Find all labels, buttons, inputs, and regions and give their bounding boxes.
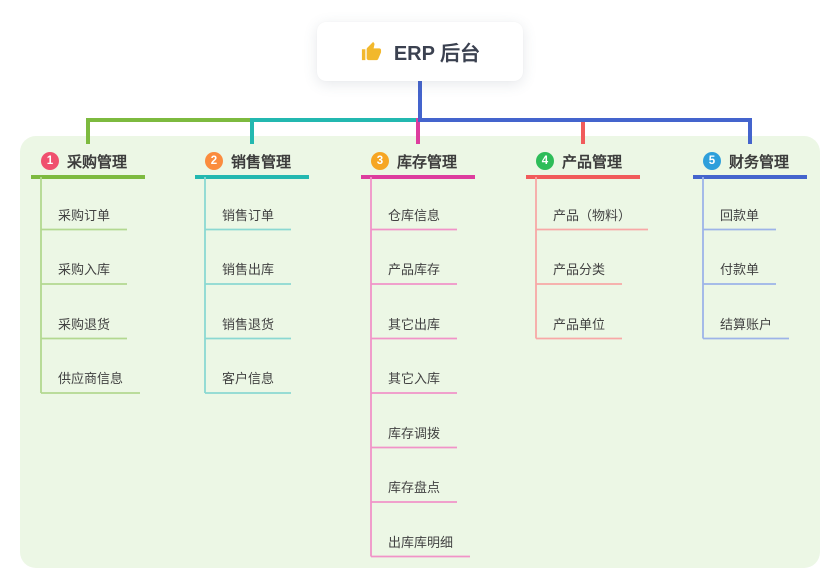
child-node[interactable]: 客户信息 xyxy=(222,371,275,386)
child-node[interactable]: 销售订单 xyxy=(222,207,275,223)
child-node[interactable]: 产品（物料） xyxy=(553,207,632,223)
child-node[interactable]: 库存调拨 xyxy=(388,425,441,441)
branch-node-2[interactable]: 2 销售管理 xyxy=(195,150,291,172)
branch-title-label: 财务管理 xyxy=(729,153,790,171)
child-node[interactable]: 其它出库 xyxy=(388,316,441,332)
child-node[interactable]: 销售退货 xyxy=(222,316,275,332)
thumbs-up-icon xyxy=(361,41,381,61)
branch-title-label: 采购管理 xyxy=(67,153,128,171)
branch-title-label: 销售管理 xyxy=(231,153,292,171)
child-node[interactable]: 产品分类 xyxy=(553,262,606,277)
branch-title-label: 产品管理 xyxy=(562,153,623,171)
child-node[interactable]: 其它入库 xyxy=(388,371,441,386)
child-node[interactable]: 出库库明细 xyxy=(388,534,454,550)
child-node[interactable]: 采购退货 xyxy=(58,316,111,332)
branch-title-label: 库存管理 xyxy=(397,153,458,171)
branch-badge-1: 1 xyxy=(41,152,59,170)
branch-node-1[interactable]: 1 采购管理 xyxy=(31,150,127,172)
branch-badge-5: 5 xyxy=(703,152,721,170)
root-label: ERP 后台 xyxy=(393,43,481,65)
bus-elbow-branch-4 xyxy=(418,81,585,144)
child-node[interactable]: 供应商信息 xyxy=(58,371,124,386)
branch-badge-2: 2 xyxy=(205,152,223,170)
child-node[interactable]: 产品库存 xyxy=(388,262,441,277)
child-node[interactable]: 仓库信息 xyxy=(388,207,441,223)
branches-panel xyxy=(20,136,820,568)
child-node[interactable]: 库存盘点 xyxy=(388,480,441,495)
root-node[interactable]: ERP 后台 xyxy=(317,22,523,81)
branch-badge-3: 3 xyxy=(371,152,389,170)
branch-node-3[interactable]: 3 库存管理 xyxy=(361,150,457,172)
branch-node-5[interactable]: 5 财务管理 xyxy=(693,150,789,172)
child-node[interactable]: 付款单 xyxy=(720,262,760,277)
child-node[interactable]: 结算账户 xyxy=(720,316,773,332)
bus-elbow-branch-2 xyxy=(250,81,422,144)
child-node[interactable]: 采购订单 xyxy=(58,207,111,223)
bus-elbow-branch-5 xyxy=(418,81,752,144)
branch-node-4[interactable]: 4 产品管理 xyxy=(526,150,622,172)
branch-badge-4: 4 xyxy=(536,152,554,170)
child-node[interactable]: 产品单位 xyxy=(553,316,606,332)
child-node[interactable]: 销售出库 xyxy=(222,262,275,277)
child-node[interactable]: 采购入库 xyxy=(58,262,111,277)
child-node[interactable]: 回款单 xyxy=(720,207,760,223)
